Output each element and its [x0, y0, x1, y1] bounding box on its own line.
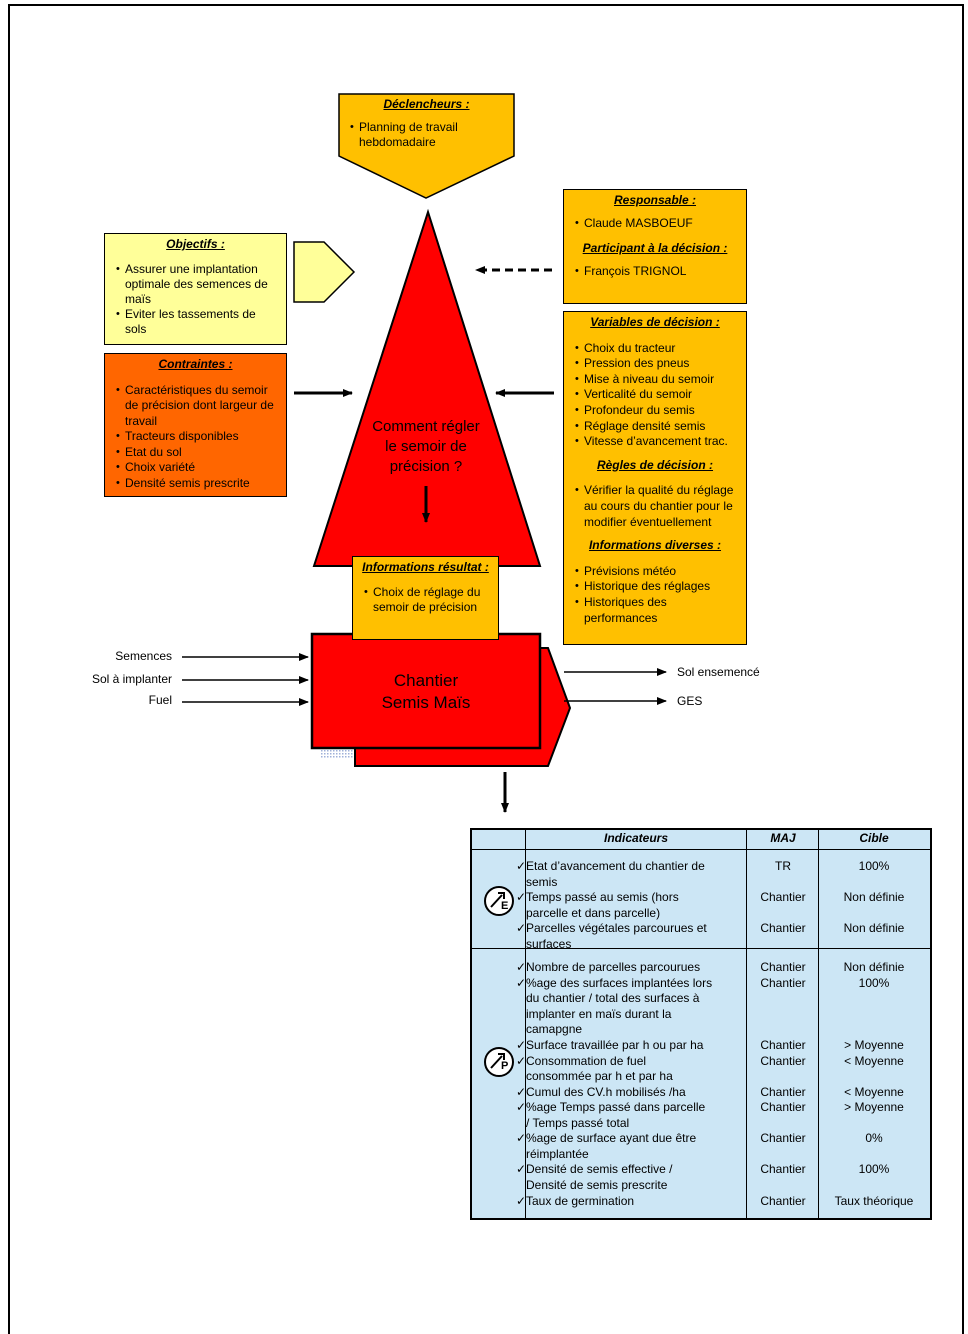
- table-header: Indicateurs MAJ Cible: [472, 830, 930, 850]
- row-maj: Chantier: [760, 1131, 806, 1145]
- declencheurs-box: Déclencheurs : Planning de travail hebdo…: [339, 94, 514, 154]
- row-cible: 100%: [858, 1162, 890, 1176]
- participant-title: Participant à la décision :: [582, 241, 728, 255]
- row-cible: Non définie: [843, 921, 905, 935]
- variables-item: Mise à niveau du semoir: [575, 372, 740, 388]
- header-maj: MAJ: [770, 831, 796, 845]
- header-cible: Cible: [859, 831, 889, 845]
- row-cible: Non définie: [843, 960, 905, 974]
- declencheurs-title: Déclencheurs :: [383, 97, 470, 111]
- performance-gauge-icon: P: [484, 1047, 514, 1077]
- row-cible: 0%: [865, 1131, 883, 1145]
- resultat-box: Informations résultat : Choix de réglage…: [352, 556, 499, 640]
- row-maj: Chantier: [760, 1194, 806, 1208]
- variables-item: Verticalité du semoir: [575, 387, 740, 403]
- contraintes-item: Choix variété: [116, 460, 280, 476]
- col-divider-2: [746, 830, 747, 1218]
- contraintes-item: Densité semis prescrite: [116, 476, 280, 492]
- row-maj: Chantier: [760, 1038, 806, 1052]
- objectifs-title: Objectifs :: [166, 237, 225, 251]
- col-divider-1: [525, 830, 526, 1218]
- row-cible: > Moyenne: [844, 1038, 904, 1052]
- efficiency-letter: E: [501, 900, 509, 912]
- row-indicator: ✓Cumul des CV.h mobilisés /ha: [516, 1084, 686, 1099]
- declencheurs-item: Planning de travail hebdomadaire: [350, 120, 508, 150]
- variables-item: Profondeur du semis: [575, 403, 740, 419]
- responsable-title: Responsable :: [613, 193, 697, 207]
- resultat-item: Choix de réglage du semoir de précision: [364, 585, 492, 615]
- decision-question: Comment régler le semoir de précision ?: [372, 418, 480, 475]
- row-maj: Chantier: [760, 1162, 806, 1176]
- header-indicateurs: Indicateurs: [603, 831, 669, 845]
- infos-item: Historique des réglages: [575, 579, 740, 595]
- variables-item: Réglage densité semis: [575, 419, 740, 435]
- input-label-fuel: Fuel: [148, 693, 172, 707]
- output-label-ges: GES: [677, 694, 703, 708]
- infos-item: Prévisions météo: [575, 564, 740, 580]
- resultat-title: Informations résultat :: [362, 560, 489, 574]
- row-maj: Chantier: [760, 1053, 806, 1068]
- input-label-sol: Sol à implanter: [91, 672, 172, 686]
- variables-item: Pression des pneus: [575, 356, 740, 372]
- responsable-box: Responsable : Claude MASBOEUF Participan…: [563, 189, 747, 304]
- output-label-sol-ensemence: Sol ensemencé: [677, 665, 760, 679]
- infos-item: Historiques des performances: [575, 595, 740, 626]
- row-cible: < Moyenne: [844, 1084, 904, 1099]
- variables-item: Choix du tracteur: [575, 341, 740, 357]
- row-cible: 100%: [858, 859, 890, 873]
- participant-item: François TRIGNOL: [575, 264, 740, 279]
- row-maj: Chantier: [760, 1084, 806, 1099]
- variables-title: Variables de décision :: [590, 315, 720, 329]
- contraintes-item: Etat du sol: [116, 445, 280, 461]
- regles-item: Vérifier la qualité du réglage au cours …: [575, 483, 740, 530]
- input-label-semences: Semences: [115, 649, 172, 663]
- indicators-table: Indicateurs MAJ Cible E P ✓Etat d’avance…: [470, 828, 932, 1220]
- infos-title: Informations diverses :: [588, 538, 722, 553]
- objectifs-box: Objectifs : Assurer une implantation opt…: [104, 233, 287, 345]
- contraintes-title: Contraintes :: [158, 357, 233, 371]
- chantier-title-line2: Semis Maïs: [381, 693, 471, 712]
- row-maj: TR: [775, 859, 791, 873]
- row-indicator: ✓Taux de germination: [516, 1194, 635, 1208]
- chantier-title: Chantier Semis Maïs: [312, 670, 540, 714]
- row-cible: Taux théorique: [834, 1194, 914, 1208]
- chantier-title-line1: Chantier: [393, 671, 459, 690]
- regles-title: Règles de décision :: [596, 457, 714, 472]
- row-cible: > Moyenne: [844, 1100, 904, 1114]
- row-maj: Chantier: [760, 975, 806, 990]
- page-frame: [8, 4, 964, 1334]
- group-separator: [472, 948, 930, 949]
- row-indicator: ✓Surface travaillée par h ou par ha: [516, 1038, 704, 1052]
- row-indicator: ✓%age Temps passé dans parcelle/ Temps p…: [516, 1100, 706, 1130]
- objectives-chevron: [293, 241, 356, 303]
- variables-box: Variables de décision : Choix du tracteu…: [563, 311, 747, 645]
- row-indicator: ✓Nombre de parcelles parcourues: [516, 960, 701, 974]
- objectifs-item: Eviter les tassements de sols: [116, 307, 280, 337]
- row-maj: Chantier: [760, 1100, 806, 1114]
- variables-item: Vitesse d’avancement trac.: [575, 434, 740, 450]
- responsable-item: Claude MASBOEUF: [575, 216, 740, 231]
- col-divider-3: [818, 830, 819, 1218]
- contraintes-item: Caractéristiques du semoir de précision …: [116, 383, 280, 430]
- row-cible: < Moyenne: [844, 1053, 904, 1068]
- row-cible: 100%: [858, 975, 890, 990]
- efficiency-gauge-icon: E: [484, 886, 514, 916]
- row-cible: Non définie: [843, 890, 905, 904]
- performance-letter: P: [501, 1060, 509, 1072]
- row-maj: Chantier: [760, 921, 806, 935]
- row-indicator: ✓Densité de semis effective /Densité de …: [516, 1162, 673, 1192]
- contraintes-item: Tracteurs disponibles: [116, 429, 280, 445]
- row-maj: Chantier: [760, 890, 806, 904]
- objectifs-item: Assurer une implantation optimale des se…: [116, 262, 280, 307]
- contraintes-box: Contraintes : Caractéristiques du semoir…: [104, 353, 287, 497]
- row-maj: Chantier: [760, 960, 806, 974]
